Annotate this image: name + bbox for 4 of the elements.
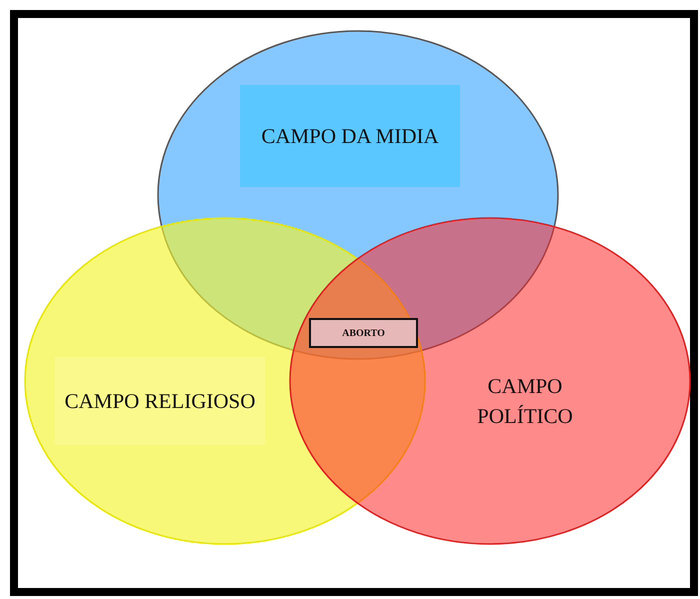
circle-label: CAMPO RELIGIOSO (55, 357, 265, 445)
overlap-label-box: ABORTO (309, 318, 418, 348)
circle-label: CAMPO DA MIDIA (240, 85, 460, 187)
circle-label: CAMPO POLÍTICO (476, 372, 574, 430)
